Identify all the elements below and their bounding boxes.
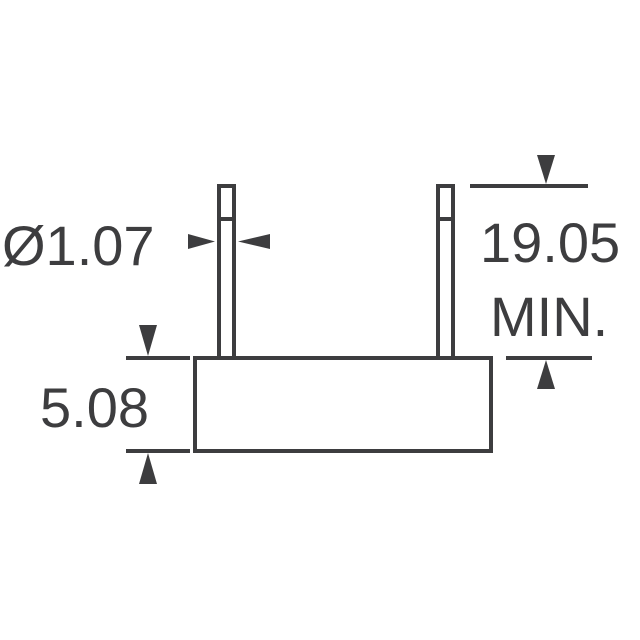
arrow-up-icon [139,453,157,484]
arrow-right-icon [188,234,215,249]
arrow-down-icon [537,155,555,184]
arrow-left-icon [238,234,270,249]
right-pin [436,184,455,360]
arrow-down-icon [139,325,157,356]
left-pin [217,184,236,360]
body-height-value: 5.08 [40,376,149,439]
arrow-up-icon [537,360,555,389]
pin-length-value: 19.05 [480,211,620,274]
body-height-dimension: 5.08 [40,325,190,484]
pin-diameter-dimension: Ø1.07 [2,214,270,277]
pin-length-qualifier: MIN. [490,285,608,348]
pin-length-dimension: 19.05 MIN. [470,155,620,389]
pin-diameter-label: Ø1.07 [2,214,155,277]
component-body [193,356,493,453]
